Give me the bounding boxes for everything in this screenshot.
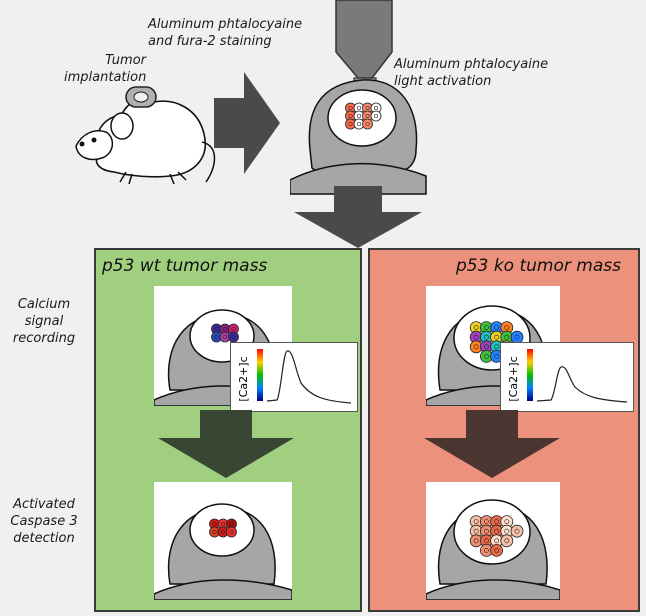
cell-nucleus — [504, 528, 510, 534]
caspase-image-wt — [154, 482, 292, 600]
cell-nucleus — [494, 354, 499, 359]
cell-nucleus — [484, 519, 489, 524]
cell-nucleus — [222, 326, 228, 332]
cell — [500, 534, 514, 548]
cell-nucleus — [494, 528, 499, 534]
cell-nucleus — [514, 334, 520, 340]
cell-nucleus — [494, 519, 499, 524]
cell-nucleus — [473, 344, 479, 350]
cell-nucleus — [484, 528, 489, 534]
label-calcium-recording: Calcium signal recording — [12, 297, 76, 346]
cell — [362, 118, 373, 130]
panel-title-ko: p53 ko tumor mass — [456, 256, 621, 276]
arrow-down-wt — [158, 410, 294, 478]
cell-nucleus — [484, 354, 489, 359]
cell-nucleus — [504, 325, 510, 330]
cell-nucleus — [494, 325, 499, 330]
cell — [490, 544, 503, 557]
cell-nucleus — [220, 521, 226, 527]
cell-nucleus — [494, 538, 499, 544]
cell-nucleus — [214, 334, 219, 340]
cell-nucleus — [212, 529, 217, 535]
trace-axis-label-ko: [Ca2+]c — [507, 356, 520, 401]
calcium-trace-ko: [Ca2+]c — [500, 342, 634, 412]
label-tumor-implantation: Tumor implantation — [64, 53, 147, 85]
cell-nucleus — [220, 529, 226, 535]
cell-nucleus — [473, 325, 479, 330]
cell — [226, 526, 237, 538]
cell-nucleus — [214, 326, 219, 332]
label-light-activation: Aluminum phtalocyaine light activation — [394, 57, 549, 89]
cell-nucleus — [473, 519, 479, 524]
stained-cells — [345, 102, 382, 130]
arrow-down-ko — [424, 410, 560, 478]
calcium-cells-wt — [211, 323, 239, 343]
cell-nucleus — [229, 521, 234, 527]
cell-nucleus — [494, 548, 499, 553]
cell-nucleus — [494, 334, 499, 340]
panel-title-wt: p53 wt tumor mass — [102, 256, 268, 276]
arrow-down — [294, 186, 422, 248]
calcium-cells-ko — [469, 321, 524, 363]
cell-nucleus — [373, 105, 379, 111]
cell-nucleus — [229, 529, 234, 535]
mouse-illustration — [75, 86, 216, 185]
cell-nucleus — [356, 105, 362, 111]
cell-nucleus — [473, 538, 479, 544]
cell-nucleus — [504, 538, 510, 544]
label-caspase-detection: Activated Caspase 3 detection — [10, 497, 78, 546]
cell-nucleus — [348, 113, 353, 119]
cell-nucleus — [504, 334, 510, 340]
cell-nucleus — [484, 334, 489, 340]
cell-nucleus — [484, 344, 489, 350]
cell-nucleus — [356, 113, 362, 119]
cell — [228, 331, 239, 343]
cell-nucleus — [231, 326, 236, 332]
arrow-right — [214, 72, 280, 174]
trace-axis-label-wt: [Ca2+]c — [237, 356, 250, 401]
cell-nucleus — [484, 538, 489, 544]
cell-nucleus — [504, 519, 510, 524]
calcium-trace-wt: [Ca2+]c — [230, 342, 358, 412]
cell-nucleus — [473, 528, 479, 534]
caspase-cells-wt — [209, 518, 237, 538]
cell-nucleus — [231, 334, 236, 340]
caspase-cells-ko — [469, 515, 524, 557]
label-staining: Aluminum phtalocyaine and fura-2 stainin… — [148, 17, 303, 49]
cell — [510, 524, 524, 538]
cell-nucleus — [365, 121, 370, 127]
cell-nucleus — [356, 121, 362, 127]
cell-nucleus — [484, 548, 489, 553]
cell-nucleus — [484, 325, 489, 330]
panel-p53-ko: p53 ko tumor mass [Ca2+]c — [368, 248, 640, 612]
light-activation-illustration — [290, 0, 427, 195]
cell-nucleus — [212, 521, 217, 527]
cell — [370, 110, 382, 122]
cell-nucleus — [494, 344, 499, 350]
caspase-image-ko — [426, 482, 560, 600]
cell-nucleus — [365, 105, 370, 111]
cell-nucleus — [514, 528, 520, 534]
panel-p53-wt: p53 wt tumor mass [Ca2+]c — [94, 248, 362, 612]
cell-nucleus — [373, 113, 379, 119]
cell-nucleus — [365, 113, 370, 119]
cell-nucleus — [222, 334, 228, 340]
cell-nucleus — [348, 121, 353, 127]
cell-nucleus — [473, 334, 479, 340]
cell-nucleus — [348, 105, 353, 111]
